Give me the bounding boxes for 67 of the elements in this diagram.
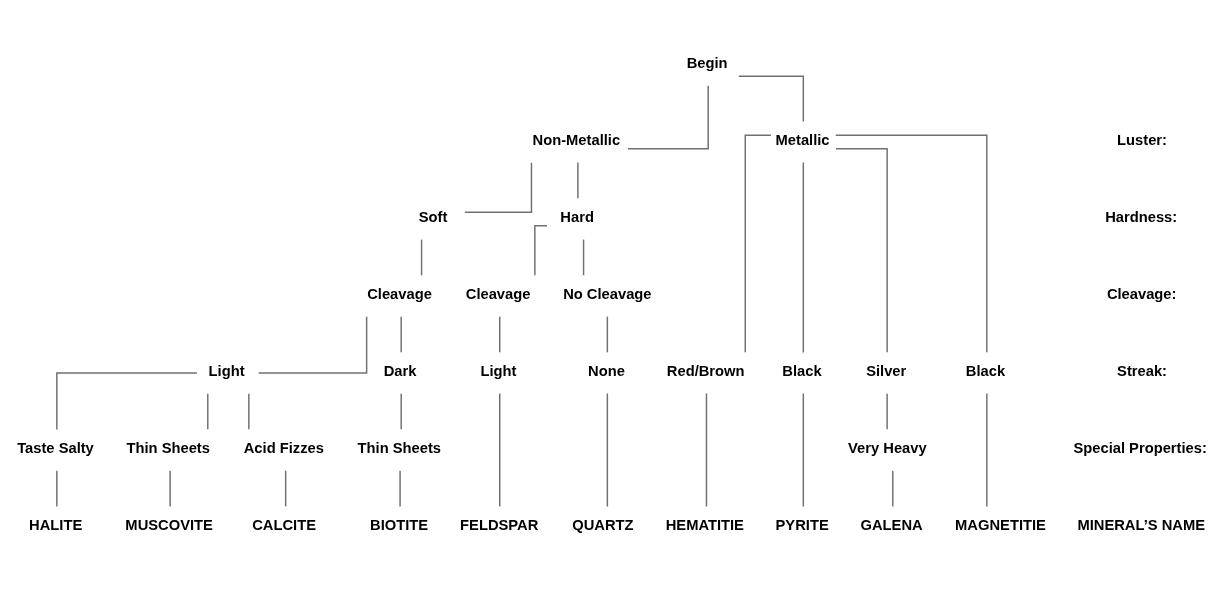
label: MINERAL’S NAME [1077,516,1206,533]
connector [802,392,805,508]
node-text: CALCITE [252,516,317,533]
node-text: Thin Sheets [126,439,210,456]
connector [56,372,198,431]
connector [802,161,805,354]
connector [744,134,772,354]
node-text: Light [208,362,245,379]
connector [705,392,708,508]
node-text: Very Heavy [848,439,927,456]
node-text: Metallic [775,131,830,148]
node-text: MAGNETITIE [955,516,1046,533]
node-text: MUSCOVITE [125,516,213,533]
node-text: Acid Fizzes [243,439,324,456]
node-text: PYRITE [775,516,829,533]
connector [399,469,401,508]
connector [534,225,548,277]
connector [499,392,501,508]
connector [56,469,58,508]
connector [738,75,805,123]
label: Hardness: [1105,208,1178,225]
node-text: Non-Metallic [532,131,621,148]
label: Cleavage: [1106,285,1177,302]
node-text: Dark [383,362,417,379]
connector [284,469,287,508]
node-text: Thin Sheets [357,439,442,456]
connector [582,238,585,277]
node-text: Black [965,362,1006,379]
node-text: Black [782,362,822,379]
label: Luster: [1117,131,1167,148]
node-text: Soft [418,208,448,225]
node-text: QUARTZ [572,516,634,533]
connector [986,392,988,508]
node-text: BIOTITE [370,516,429,533]
connector [892,469,894,508]
connector [577,161,579,199]
node-text: No Cleavage [563,285,652,302]
connector [606,392,609,508]
node-text: GALENA [860,516,923,533]
connector [499,315,501,354]
connector [248,392,250,431]
label: Streak: [1117,362,1167,379]
connector [400,315,402,354]
node-text: Cleavage [465,285,531,302]
connector [420,238,423,277]
node-text: Red/Brown [666,362,745,379]
node-text: Taste Salty [17,439,94,456]
node-text: Silver [866,362,907,379]
node-text: Light [480,362,517,379]
connector [627,84,709,150]
connector [835,148,888,354]
connector [464,161,533,213]
connector [169,469,171,508]
node-text: None [588,362,625,379]
node-text: Cleavage [367,285,432,302]
connector [400,392,402,431]
node-text: FELDSPAR [460,516,539,533]
connector [257,315,368,374]
connector [834,134,988,354]
node-text: Begin [686,54,728,71]
connector [606,315,609,354]
node-text: HALITE [29,516,83,533]
node-text: Hard [560,208,594,225]
connector [886,392,888,431]
connector [207,392,209,431]
node-text: HEMATITIE [665,516,744,533]
label: Special Properties: [1073,439,1207,456]
